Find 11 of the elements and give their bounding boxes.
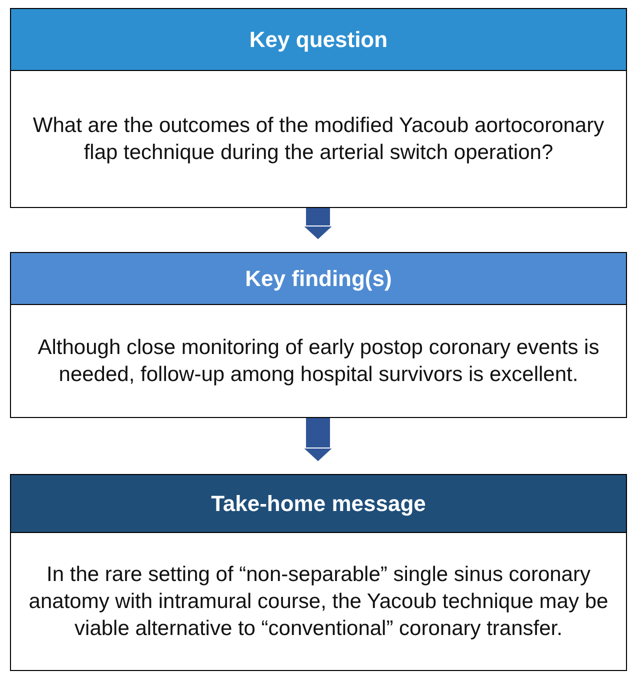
block-arrow bbox=[302, 208, 334, 240]
block-arrow bbox=[302, 418, 334, 462]
panel-text: What are the outcomes of the modified Yacoub aortocoronary flap technique during the arterial switch operation? bbox=[32, 112, 606, 166]
panel-text: In the rare setting of “non-separable” single sinus coronary anatomy with intramural course, the Yacoub technique may be viable alternative to “conventional” coronary transfer. bbox=[28, 562, 610, 642]
summary-panel bbox=[10, 8, 627, 208]
summary-panel bbox=[10, 474, 627, 671]
panel-heading: Take-home message bbox=[11, 475, 626, 533]
panel-text: Although close monitoring of early postop coronary events is needed, follow-up among hospital survivors is excellent. bbox=[36, 334, 600, 388]
panel-heading: Key question bbox=[11, 9, 626, 71]
panel-heading: Key finding(s) bbox=[11, 253, 626, 305]
summary-panel bbox=[10, 252, 627, 418]
